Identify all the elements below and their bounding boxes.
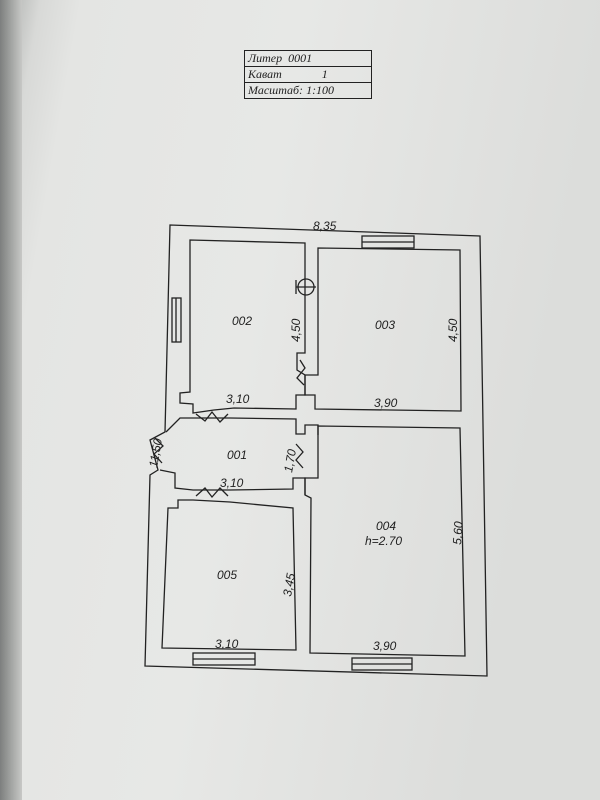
room-005-outline <box>161 499 297 651</box>
corridor-lower-wall <box>159 469 306 495</box>
door-002-003 <box>296 359 306 386</box>
room-002-outline <box>179 239 306 414</box>
dim-overall-width: 8,35 <box>313 219 337 233</box>
door-001-004 <box>295 443 304 469</box>
dim-corridor-width: 1,70 <box>281 448 299 474</box>
room-label-001: 001 <box>227 448 247 462</box>
title-block: Литер 0001 Кават 1 Масштаб: 1:100 <box>244 50 372 99</box>
room-label-003: 003 <box>375 318 395 332</box>
dim-r005-top-width: 3,10 <box>220 476 244 490</box>
floor-value: 1 <box>321 67 328 81</box>
scale-label: Масштаб: <box>248 83 304 97</box>
floor-label: Кават <box>248 67 282 81</box>
door-001-005 <box>195 487 229 499</box>
room-003-outline <box>304 247 462 412</box>
door-001-entry <box>153 437 164 464</box>
dim-r002-width: 3,10 <box>226 392 250 406</box>
dim-r004-length: 5,60 <box>450 521 466 546</box>
room-004-outline <box>304 425 466 657</box>
dim-r005-length: 3,45 <box>280 572 298 598</box>
scale-row: Масштаб: 1:100 <box>244 82 372 99</box>
binding-edge <box>0 0 22 800</box>
room-label-002: 002 <box>232 314 252 328</box>
liter-value: 0001 <box>288 51 313 65</box>
door-002-001 <box>195 410 229 423</box>
room-height-004: h=2.70 <box>365 534 402 548</box>
liter-label: Литер <box>248 51 283 65</box>
dim-r003-width: 3,90 <box>374 396 398 410</box>
dim-r003-length: 4,50 <box>446 318 460 342</box>
scale-cell: Масштаб: 1:100 <box>244 82 372 99</box>
corridor-upper-wall <box>165 417 319 435</box>
room-label-005: 005 <box>217 568 237 582</box>
dim-r004-width: 3,90 <box>373 639 397 653</box>
outer-wall-outline <box>144 224 488 677</box>
dim-r005-width: 3,10 <box>215 637 239 651</box>
scale-value: 1:100 <box>306 83 335 97</box>
dim-r002-length: 4,50 <box>289 318 303 342</box>
room-label-004: 004 <box>376 519 396 533</box>
dim-overall-length: 11,50 <box>146 437 165 468</box>
